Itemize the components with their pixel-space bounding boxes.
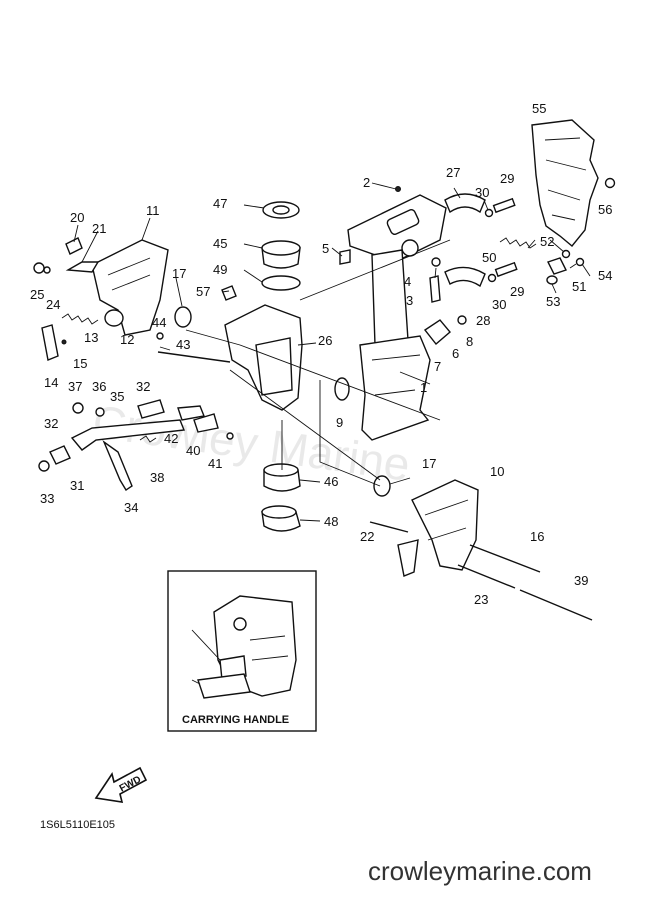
callout-30-mid: 30 [492, 297, 506, 312]
diagram-code: 1S6L5110E105 [40, 819, 115, 831]
callout-53: 53 [546, 294, 560, 309]
callout-44: 44 [152, 315, 166, 330]
callout-32-left: 32 [44, 416, 58, 431]
callout-15: 15 [73, 356, 87, 371]
callout-47: 47 [213, 196, 227, 211]
callout-49: 49 [213, 262, 227, 277]
callout-43: 43 [176, 337, 190, 352]
callout-30-top: 30 [475, 185, 489, 200]
callout-17-left: 17 [172, 266, 186, 281]
callout-50: 50 [482, 250, 496, 265]
callout-39: 39 [574, 573, 588, 588]
carrying-handle-inset: CARRYING HANDLE [167, 570, 317, 732]
callout-5: 5 [322, 241, 329, 256]
callout-55: 55 [532, 101, 546, 116]
callout-9: 9 [336, 415, 343, 430]
callout-54: 54 [598, 268, 612, 283]
callout-57: 57 [196, 284, 210, 299]
callout-35: 35 [110, 389, 124, 404]
callout-10: 10 [490, 464, 504, 479]
callout-31: 31 [70, 478, 84, 493]
callout-14: 14 [44, 375, 58, 390]
callout-28: 28 [476, 313, 490, 328]
callout-40: 40 [186, 443, 200, 458]
callout-27: 27 [446, 165, 460, 180]
callout-26: 26 [318, 333, 332, 348]
callout-24: 24 [46, 297, 60, 312]
callout-29-top: 29 [500, 171, 514, 186]
callout-37: 37 [68, 379, 82, 394]
callout-2: 2 [363, 175, 370, 190]
callout-17-right: 17 [422, 456, 436, 471]
callout-3: 3 [406, 293, 413, 308]
callout-48: 48 [324, 514, 338, 529]
callout-42: 42 [164, 431, 178, 446]
leader-lines [73, 182, 591, 522]
callout-51: 51 [572, 279, 586, 294]
callout-8: 8 [466, 334, 473, 349]
callout-41: 41 [208, 456, 222, 471]
callout-23: 23 [474, 592, 488, 607]
callout-1: 1 [420, 380, 427, 395]
callout-34: 34 [124, 500, 138, 515]
callout-13: 13 [84, 330, 98, 345]
callout-22: 22 [360, 529, 374, 544]
callout-36: 36 [92, 379, 106, 394]
callout-46: 46 [324, 474, 338, 489]
callout-29-mid: 29 [510, 284, 524, 299]
callout-25: 25 [30, 287, 44, 302]
callout-6: 6 [452, 346, 459, 361]
callout-32-top: 32 [136, 379, 150, 394]
callout-12: 12 [120, 332, 134, 347]
callout-4: 4 [404, 274, 411, 289]
callout-16: 16 [530, 529, 544, 544]
callout-labels: 1 2 3 4 5 6 7 8 9 10 11 12 13 14 15 16 1… [30, 101, 612, 687]
callout-56: 56 [598, 202, 612, 217]
callout-20: 20 [70, 210, 84, 225]
callout-38: 38 [150, 470, 164, 485]
inset-title: CARRYING HANDLE [182, 714, 289, 726]
callout-21: 21 [92, 221, 106, 236]
callout-7: 7 [434, 359, 441, 374]
fwd-arrow-icon: FWD [94, 766, 148, 803]
callout-45: 45 [213, 236, 227, 251]
parts-artwork [33, 119, 616, 621]
callout-52: 52 [540, 234, 554, 249]
callout-11: 11 [146, 203, 160, 218]
callout-33: 33 [40, 491, 54, 506]
website-footer: crowleymarine.com [368, 856, 592, 886]
